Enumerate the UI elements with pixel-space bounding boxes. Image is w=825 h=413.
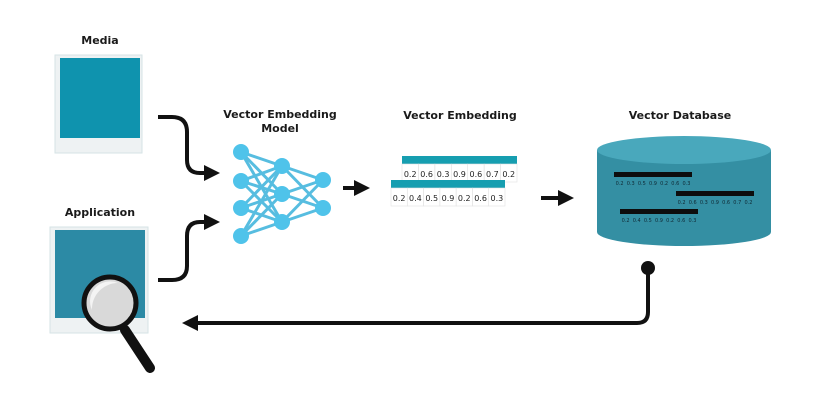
embedding-value: 0.2 <box>393 194 406 203</box>
media-label: Media <box>81 34 119 47</box>
embedding-value: 0.2 <box>458 194 471 203</box>
embedding-value: 0.6 <box>420 170 433 179</box>
database-record-value: 0.2 <box>616 181 624 187</box>
nn-node <box>233 173 249 189</box>
embedding-bar <box>391 180 505 188</box>
database-record-bar <box>676 191 754 196</box>
embedding-value: 0.7 <box>486 170 499 179</box>
database-record-value: 0.7 <box>733 200 741 206</box>
nn-node <box>233 144 249 160</box>
media-image <box>60 58 140 138</box>
image-frame-icon <box>54 54 143 154</box>
database-label: Vector Database <box>628 109 732 122</box>
database-record-value: 0.2 <box>744 200 752 206</box>
database-record-value: 0.3 <box>627 181 635 187</box>
database-record-value: 0.2 <box>660 181 668 187</box>
embedding-value: 0.9 <box>453 170 466 179</box>
embedding-bar <box>402 156 517 164</box>
database-record-value: 0.4 <box>633 218 641 224</box>
model-label: Vector Embedding Model <box>215 108 345 136</box>
embedding-value: 0.3 <box>490 194 503 203</box>
database-record-bar <box>614 172 692 177</box>
database-record-value: 0.3 <box>700 200 708 206</box>
model-label-line2: Model <box>261 122 299 135</box>
nn-edge <box>239 165 284 237</box>
database-record-value: 0.9 <box>711 200 719 206</box>
database-record-value: 0.3 <box>688 218 696 224</box>
nn-node <box>274 186 290 202</box>
nn-node <box>233 200 249 216</box>
nn-edge <box>239 192 284 238</box>
database-body <box>597 150 771 246</box>
database-record-bar <box>620 209 698 214</box>
embedding-value: 0.3 <box>437 170 450 179</box>
database-record-value: 0.6 <box>689 200 697 206</box>
database-record-value: 0.3 <box>682 181 690 187</box>
database-record-value: 0.5 <box>644 218 652 224</box>
nn-node <box>315 172 331 188</box>
database-top <box>597 136 771 164</box>
nn-edge <box>280 178 325 224</box>
database-record-value: 0.9 <box>655 218 663 224</box>
database-record-value: 0.2 <box>622 218 630 224</box>
model-label-line1: Vector Embedding <box>223 108 337 121</box>
database-record-value: 0.6 <box>677 218 685 224</box>
embedding-value: 0.4 <box>409 194 422 203</box>
embedding-value: 0.9 <box>442 194 455 203</box>
database-record-value: 0.5 <box>638 181 646 187</box>
magnifier-icon <box>81 274 155 373</box>
database-record-value: 0.6 <box>722 200 730 206</box>
embedding-label: Vector Embedding <box>403 109 517 122</box>
database-record-value: 0.2 <box>666 218 674 224</box>
nn-node <box>233 228 249 244</box>
nn-edge <box>239 164 284 210</box>
neural-network-icon <box>233 144 331 244</box>
embedding-value: 0.6 <box>474 194 487 203</box>
media-to-model-arrow <box>158 115 220 181</box>
embedding-value: 0.2 <box>502 170 515 179</box>
application-to-model-arrow <box>158 214 220 282</box>
nn-node <box>274 158 290 174</box>
database-record-value: 0.9 <box>649 181 657 187</box>
embedding-value: 0.6 <box>470 170 483 179</box>
embedding-value: 0.5 <box>425 194 438 203</box>
application-label: Application <box>64 206 136 219</box>
database-record-value: 0.6 <box>671 181 679 187</box>
nn-node <box>315 200 331 216</box>
embedding-cell <box>500 163 518 183</box>
database-record-value: 0.2 <box>678 200 686 206</box>
database-to-application-arrow <box>182 268 650 331</box>
nn-node <box>274 214 290 230</box>
embedding-cell <box>488 187 506 207</box>
embedding-value: 0.2 <box>404 170 417 179</box>
